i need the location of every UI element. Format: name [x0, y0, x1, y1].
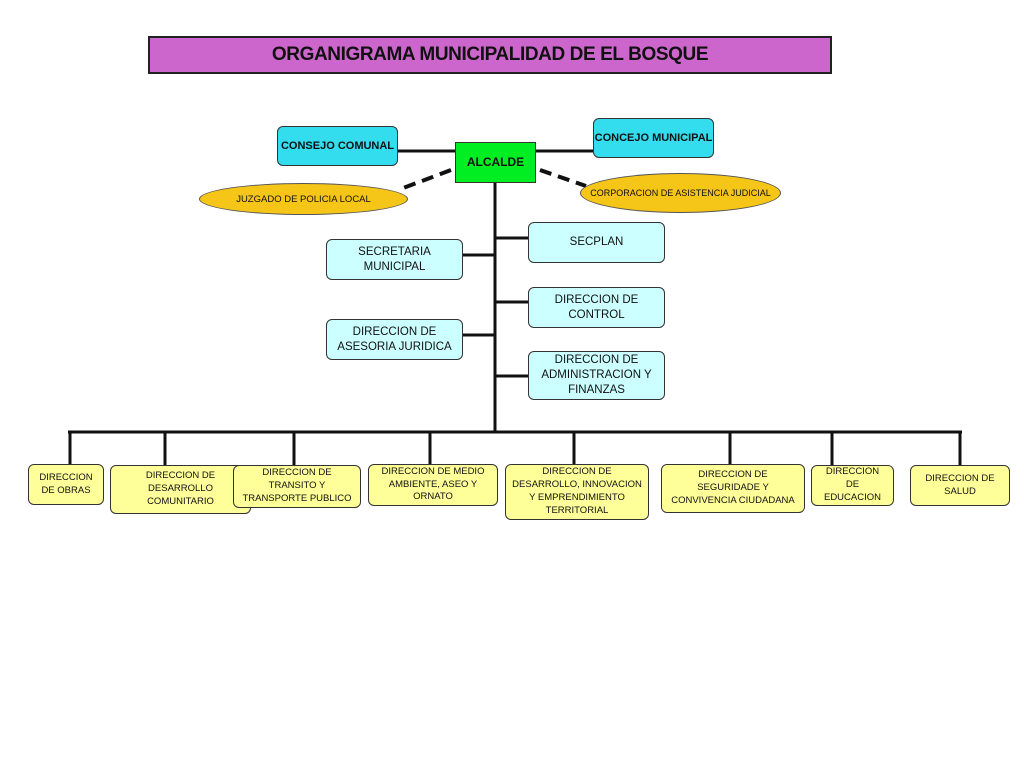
box-consejo-comunal: CONSEJO COMUNAL	[277, 126, 398, 166]
oval-corporacion: CORPORACION DE ASISTENCIA JUDICIAL	[580, 173, 781, 213]
box-direccion-obras: DIRECCION DE OBRAS	[28, 464, 104, 505]
dash-juzgado	[397, 168, 452, 192]
box-direccion-transito: DIRECCION DE TRANSITO Y TRANSPORTE PUBLI…	[233, 465, 361, 508]
page-title: ORGANIGRAMA MUNICIPALIDAD DE EL BOSQUE	[148, 36, 832, 74]
box-direccion-salud: DIRECCION DE SALUD	[910, 465, 1010, 506]
box-administracion: DIRECCION DE ADMINISTRACION Y FINANZAS	[528, 351, 665, 400]
dash-corporacion	[539, 168, 587, 188]
oval-juzgado: JUZGADO DE POLICIA LOCAL	[199, 183, 408, 215]
box-secplan: SECPLAN	[528, 222, 665, 263]
box-asesoria: DIRECCION DE ASESORIA JURIDICA	[326, 319, 463, 360]
box-control: DIRECCION DE CONTROL	[528, 287, 665, 328]
box-direccion-seguridad: DIRECCION DE SEGURIDADE Y CONVIVENCIA CI…	[661, 464, 805, 513]
box-direccion-innovacion: DIRECCION DE DESARROLLO, INNOVACION Y EM…	[505, 464, 649, 520]
box-secretaria: SECRETARIA MUNICIPAL	[326, 239, 463, 280]
box-direccion-comunitario: DIRECCION DE DESARROLLO COMUNITARIO	[110, 465, 251, 514]
box-concejo-municipal: CONCEJO MUNICIPAL	[593, 118, 714, 158]
page-title-text: ORGANIGRAMA MUNICIPALIDAD DE EL BOSQUE	[271, 44, 709, 65]
box-alcalde: ALCALDE	[455, 142, 536, 183]
box-direccion-medio-ambiente: DIRECCION DE MEDIO AMBIENTE, ASEO Y ORNA…	[368, 464, 498, 506]
box-direccion-educacion: DIRECCION DE EDUCACION	[811, 465, 894, 506]
